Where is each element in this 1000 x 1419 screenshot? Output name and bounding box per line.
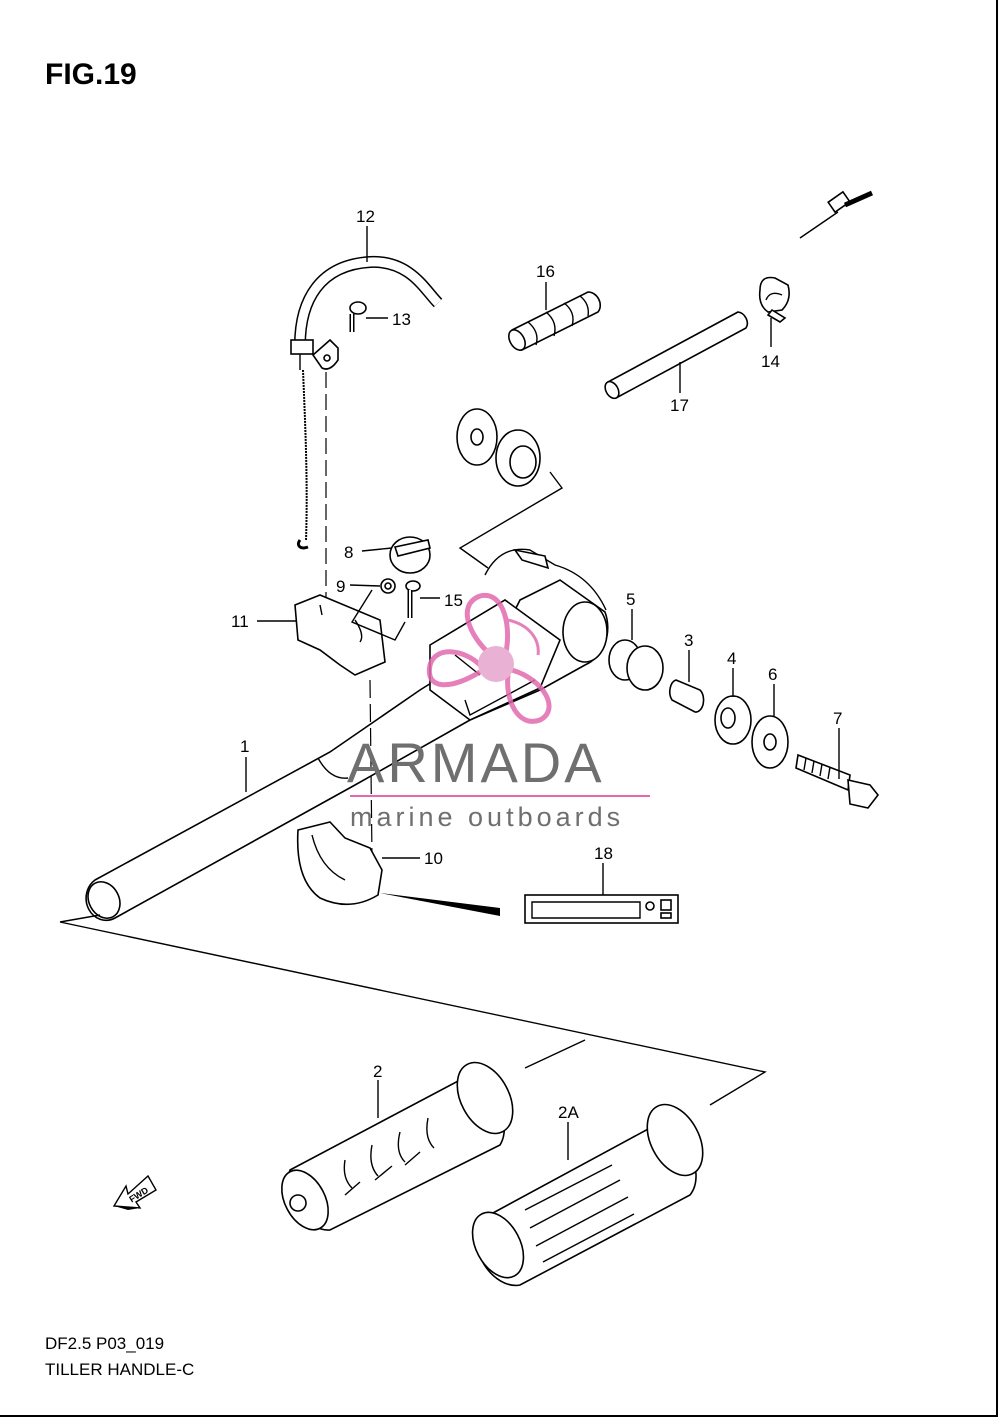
part-label-3: 3	[684, 631, 693, 650]
part-label-11: 11	[231, 612, 249, 631]
throttle-cable[interactable]	[290, 190, 874, 608]
holder-11[interactable]	[294, 589, 406, 859]
part-label-7: 7	[833, 709, 842, 728]
cap-8[interactable]	[389, 536, 431, 574]
grip-2[interactable]	[272, 1053, 524, 1237]
leader-lines	[245, 226, 840, 1160]
watermark-tagline: marine outboards	[350, 802, 624, 832]
bushing-5[interactable]	[608, 639, 664, 691]
collar-3[interactable]	[668, 679, 705, 713]
part-label-5: 5	[626, 590, 635, 609]
part-label-6: 6	[768, 665, 777, 684]
spiral-tube-16[interactable]	[505, 291, 602, 353]
part-label-15: 15	[444, 591, 463, 610]
part-label-17: 17	[670, 396, 689, 415]
figure-title: FIG.19	[45, 58, 137, 91]
part-label-16: 16	[536, 262, 555, 281]
part-label-9: 9	[336, 577, 345, 596]
part-label-18: 18	[594, 844, 613, 863]
figure-name: TILLER HANDLE-C	[45, 1360, 195, 1379]
part-label-4: 4	[727, 649, 736, 668]
grip-2a[interactable]	[462, 1095, 714, 1287]
label-18[interactable]	[380, 893, 679, 924]
screw-13[interactable]	[349, 301, 388, 332]
screw-15[interactable]	[405, 580, 440, 618]
holder-10[interactable]	[296, 821, 383, 906]
figure-code: DF2.5 P03_019	[45, 1334, 165, 1353]
tube-17[interactable]	[602, 311, 749, 401]
part-label-2: 2	[373, 1062, 382, 1081]
propeller-logo-icon	[426, 593, 552, 724]
part-label-1: 1	[240, 737, 249, 756]
fwd-arrow-icon: FWD	[112, 1174, 157, 1210]
part-label-14: 14	[761, 352, 780, 371]
nut-9[interactable]	[380, 578, 396, 594]
part-label-2a: 2A	[558, 1103, 579, 1122]
clamp-14[interactable]	[758, 276, 790, 323]
part-label-12: 12	[356, 207, 375, 226]
watermark-brand: ARMADA	[347, 731, 605, 794]
washer-6[interactable]	[751, 715, 789, 769]
bolt-7[interactable]	[795, 753, 880, 809]
washer-pair-upper[interactable]	[456, 408, 564, 569]
part-label-10: 10	[424, 849, 443, 868]
part-label-8: 8	[344, 543, 353, 562]
grip-group-bracket	[59, 914, 767, 1106]
part-label-13: 13	[392, 310, 411, 329]
washer-4[interactable]	[714, 695, 752, 745]
